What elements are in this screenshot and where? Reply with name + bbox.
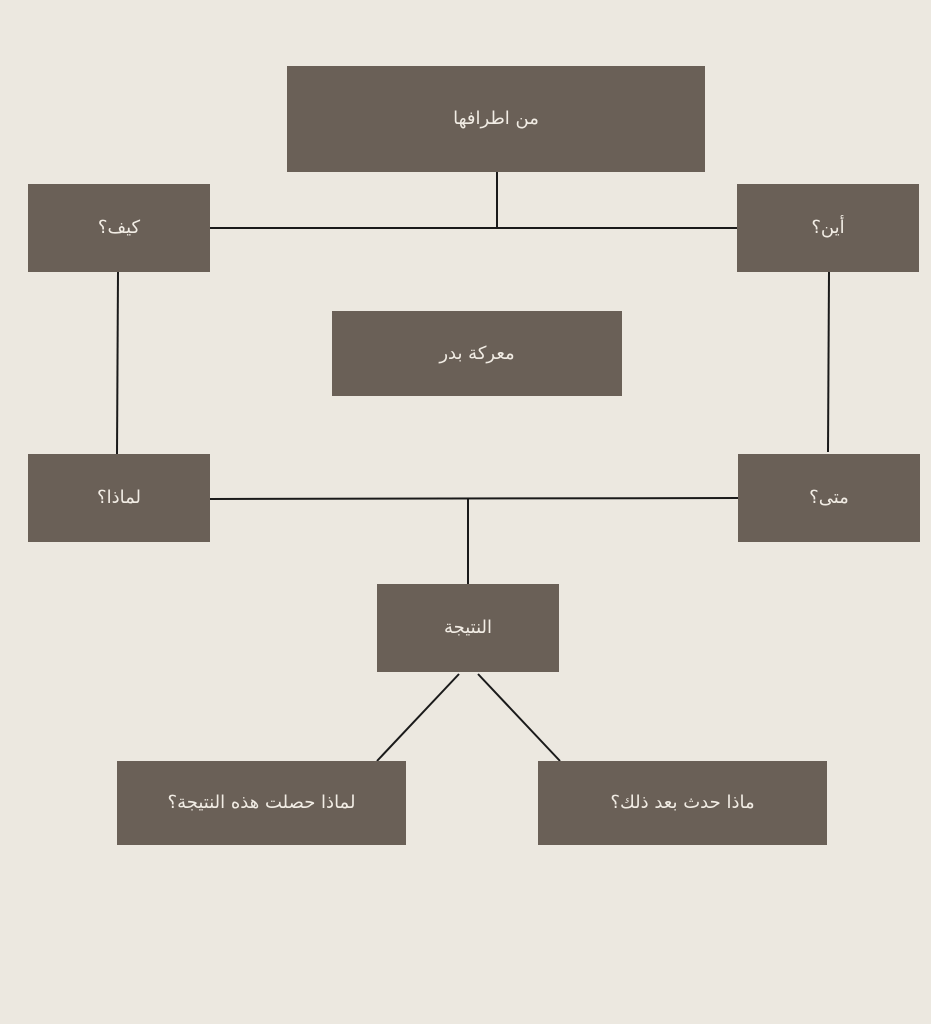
- node-why-result: لماذا حصلت هذه النتيجة؟: [117, 761, 406, 845]
- node-after: ماذا حدث بعد ذلك؟: [538, 761, 827, 845]
- node-when: متى؟: [738, 454, 920, 542]
- node-where-label: أين؟: [811, 217, 845, 238]
- node-parties: من اطرافها: [287, 66, 705, 172]
- node-why: لماذا؟: [28, 454, 210, 542]
- connector-result-why-result: [376, 673, 460, 762]
- connector-why-when: [209, 497, 739, 500]
- connector-result-after: [477, 673, 561, 762]
- node-battle-label: معركة بدر: [439, 342, 515, 364]
- node-when-label: متى؟: [809, 487, 849, 508]
- node-battle-center: معركة بدر: [332, 311, 622, 396]
- connector-how-why: [116, 271, 119, 455]
- node-where: أين؟: [737, 184, 919, 272]
- node-how-label: كيف؟: [97, 217, 141, 238]
- node-parties-label: من اطرافها: [453, 108, 539, 129]
- node-result-label: النتيجة: [443, 617, 493, 638]
- node-why-result-label: لماذا حصلت هذه النتيجة؟: [167, 792, 356, 813]
- connector-where-when: [827, 271, 830, 453]
- node-why-label: لماذا؟: [97, 487, 141, 508]
- node-after-label: ماذا حدث بعد ذلك؟: [610, 792, 755, 813]
- node-result: النتيجة: [377, 584, 559, 672]
- node-how: كيف؟: [28, 184, 210, 272]
